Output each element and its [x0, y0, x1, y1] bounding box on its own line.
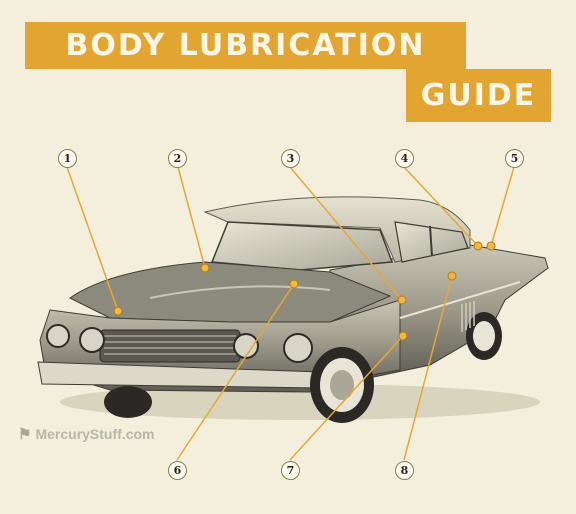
- front-grille: [99, 329, 241, 363]
- callout-8: 8: [395, 461, 414, 480]
- car-shadow: [60, 384, 540, 420]
- front-wheel: [310, 347, 374, 423]
- title-line1: BODY LUBRICATION: [65, 28, 426, 63]
- watermark: ⚑ MercuryStuff.com: [18, 425, 154, 443]
- title-line2: GUIDE: [420, 78, 537, 113]
- headlights-left: [46, 324, 105, 353]
- title-banner-line2: GUIDE: [406, 69, 551, 122]
- left-front-wheel: [104, 386, 152, 418]
- callout-2: 2: [168, 149, 187, 168]
- watermark-text: MercuryStuff.com: [35, 426, 155, 442]
- callout-4: 4: [395, 149, 414, 168]
- windshield: [210, 221, 394, 271]
- car-logo-icon: ⚑: [18, 426, 32, 443]
- rear-wheel: [466, 312, 502, 360]
- callout-7: 7: [281, 461, 300, 480]
- callout-5: 5: [505, 149, 524, 168]
- leader-lines: [66, 166, 515, 461]
- callout-1: 1: [58, 149, 77, 168]
- title-banner-line1: BODY LUBRICATION: [25, 22, 466, 69]
- lubrication-points: [113, 241, 496, 341]
- callout-3: 3: [281, 149, 300, 168]
- callout-6: 6: [168, 461, 187, 480]
- headlights-right: [233, 333, 313, 363]
- car-hood: [69, 261, 392, 323]
